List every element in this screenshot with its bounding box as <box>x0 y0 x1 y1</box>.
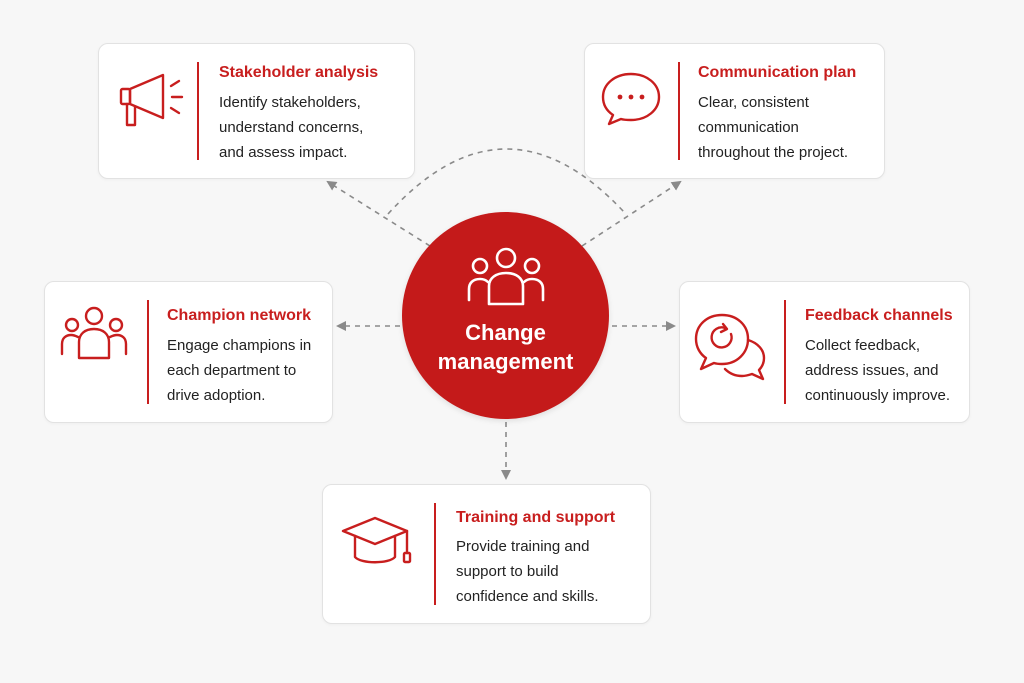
hub-title-line: Change <box>465 320 546 345</box>
card-description-line: Engage champions in <box>167 337 312 354</box>
card-description: Clear, consistent communication througho… <box>698 90 848 165</box>
hub-title: Change management <box>402 318 609 376</box>
card-description: Provide training and support to build co… <box>456 534 599 609</box>
card-divider <box>197 62 199 160</box>
card-description: Engage champions in each department to d… <box>167 333 311 408</box>
card-description-line: address issues, and <box>805 362 939 379</box>
card-title: Training and support <box>456 509 616 526</box>
card-feedback-channels: Feedback channels Collect feedback, addr… <box>679 281 970 423</box>
people-icon <box>60 306 128 360</box>
card-stakeholder-analysis: Stakeholder analysis Identify stakeholde… <box>98 43 415 179</box>
card-communication-plan: Communication plan Clear, consistent com… <box>584 43 885 179</box>
connector-stakeholder <box>326 180 431 247</box>
card-title: Communication plan <box>698 64 857 81</box>
card-description-line: and assess impact. <box>219 144 348 161</box>
card-description-line: confidence and skills. <box>456 588 599 605</box>
connector-communication <box>581 180 682 247</box>
hub-title-line: management <box>437 349 574 374</box>
card-title: Feedback channels <box>805 307 953 324</box>
card-description-line: Collect feedback, <box>805 337 921 354</box>
card-description-line: Provide training and <box>456 538 590 555</box>
group-icon <box>467 247 545 306</box>
card-description-line: drive adoption. <box>167 387 266 404</box>
card-description-line: support to build <box>456 563 559 580</box>
card-description-line: understand concerns, <box>219 119 364 136</box>
card-description-line: each department to <box>167 362 297 379</box>
card-description-line: throughout the project. <box>698 144 849 161</box>
speech-bubble-icon <box>601 72 661 126</box>
card-champion-network: Champion network Engage champions in eac… <box>44 281 333 423</box>
card-description-line: continuously improve. <box>805 387 951 404</box>
card-description-line: Clear, consistent <box>698 94 809 111</box>
card-divider <box>147 300 149 404</box>
card-description-line: communication <box>698 119 799 136</box>
card-training-and-support: Training and support Provide training an… <box>322 484 651 624</box>
card-divider <box>434 503 436 605</box>
card-divider <box>784 300 786 404</box>
card-description: Collect feedback, address issues, and co… <box>805 333 950 408</box>
card-title: Stakeholder analysis <box>219 64 379 81</box>
change-management-hub: Change management <box>402 212 609 419</box>
connector-arc <box>387 148 625 215</box>
card-description: Identify stakeholders, understand concer… <box>219 90 363 165</box>
feedback-loop-icon <box>694 313 766 381</box>
megaphone-icon <box>119 73 184 127</box>
card-divider <box>678 62 680 160</box>
card-title: Champion network <box>167 307 312 324</box>
card-description-line: Identify stakeholders, <box>219 94 361 111</box>
graduation-cap-icon <box>341 516 412 564</box>
